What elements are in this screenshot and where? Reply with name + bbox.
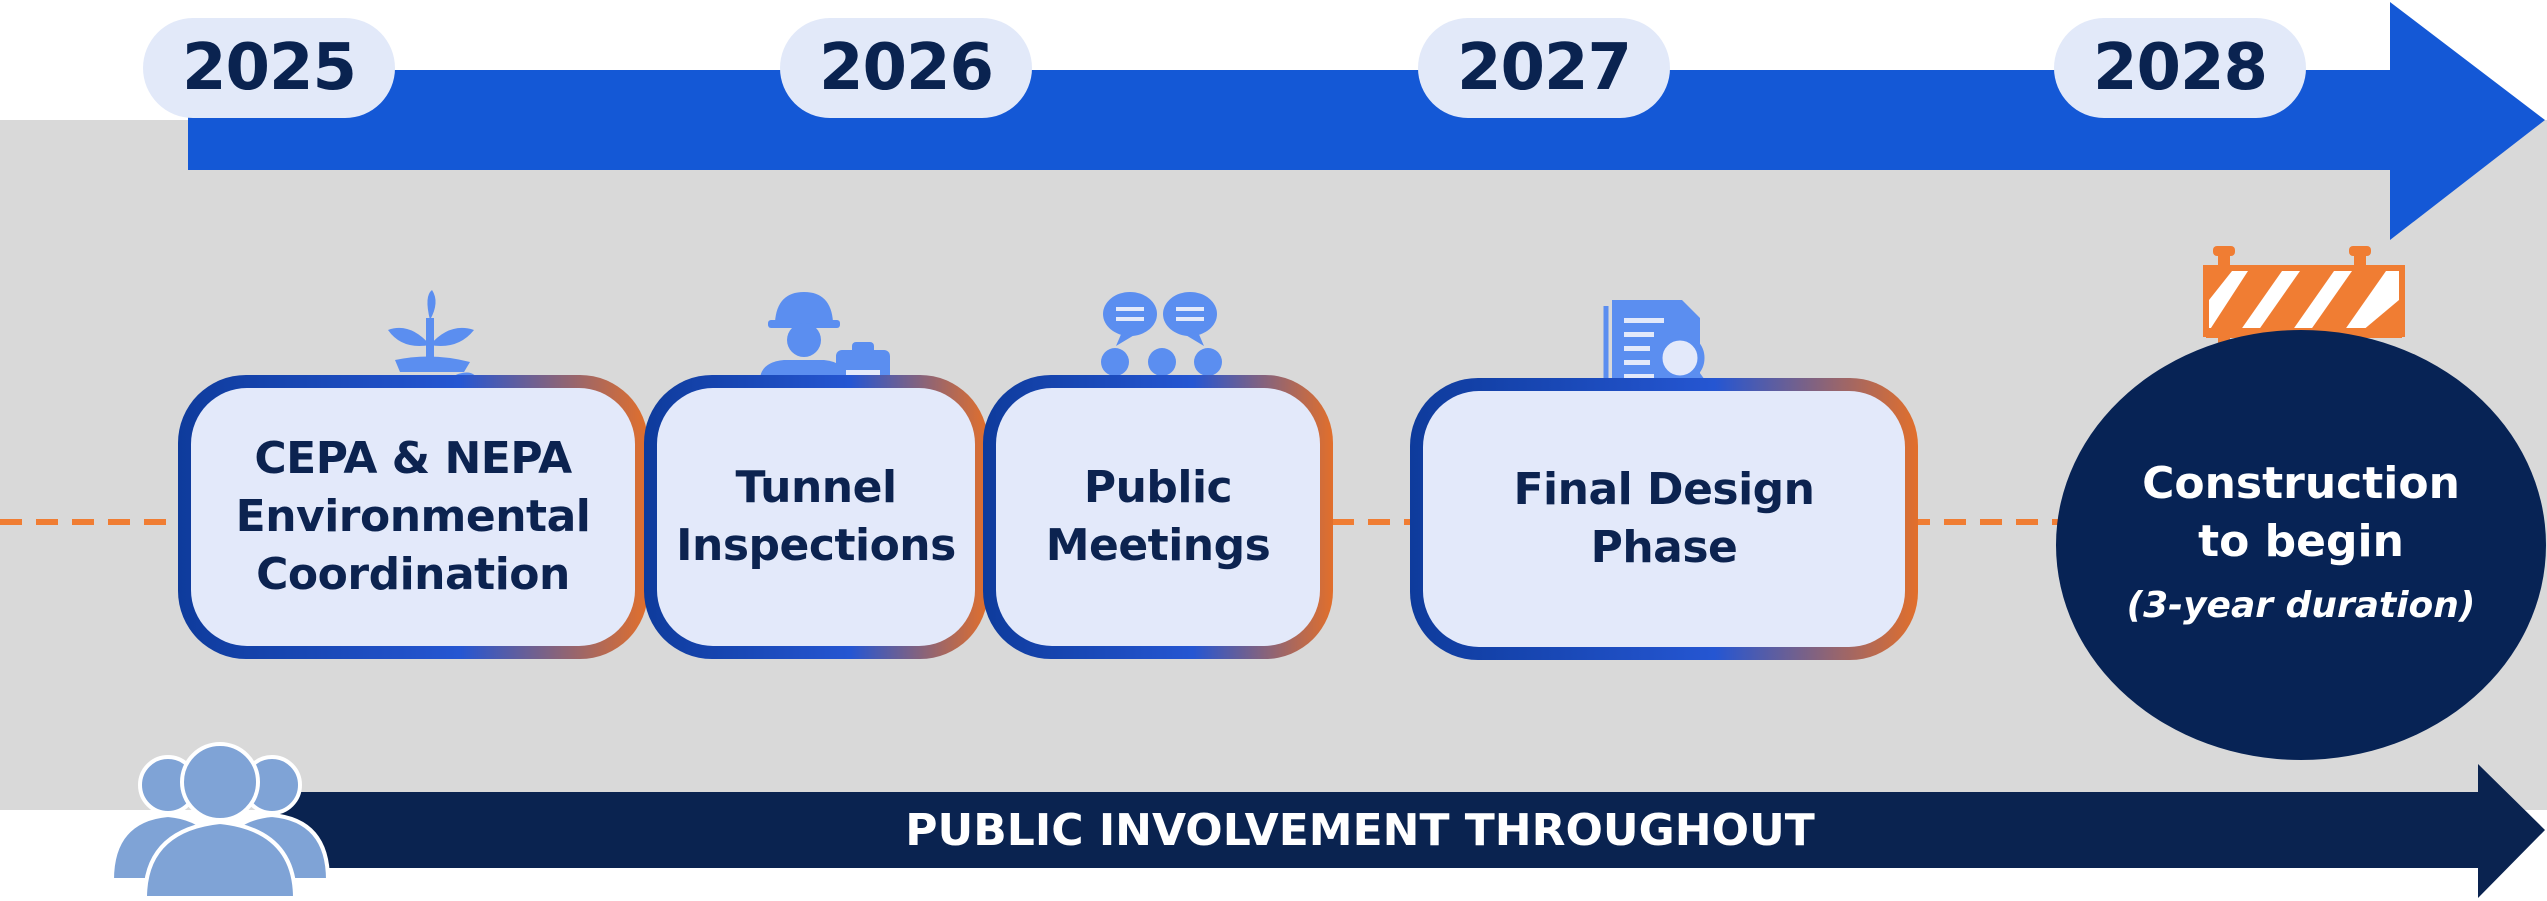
- group-of-people-icon: [109, 742, 331, 900]
- phase-public-meetings: Public Meetings: [983, 375, 1333, 659]
- year-label-2027: 2027: [1418, 18, 1670, 118]
- year-label-2026: 2026: [780, 18, 1032, 118]
- phase-label-line: Environmental: [235, 491, 591, 542]
- construction-milestone: Construction to begin (3-year duration): [2056, 330, 2546, 760]
- phase-label-line: Tunnel: [735, 462, 897, 513]
- public-involvement-arrow: [280, 764, 2545, 898]
- timeline-arrow: [188, 2, 2545, 240]
- phase-final-design: Final Design Phase: [1410, 378, 1918, 660]
- year-label-2025: 2025: [143, 18, 395, 118]
- phase-label-line: Coordination: [256, 549, 570, 600]
- phase-label-line: Phase: [1590, 522, 1738, 573]
- year-label-2028: 2028: [2054, 18, 2306, 118]
- construction-duration: (3-year duration): [2126, 585, 2476, 626]
- phase-label-line: Final Design: [1513, 464, 1815, 515]
- construction-title-line: Construction: [2142, 458, 2460, 509]
- phase-tunnel-inspections: Tunnel Inspections: [644, 375, 988, 659]
- phase-label-line: CEPA & NEPA: [254, 433, 572, 484]
- phase-label-line: Inspections: [676, 520, 956, 571]
- phase-cepa-nepa: CEPA & NEPA Environmental Coordination: [178, 375, 648, 659]
- phase-label-line: Public: [1083, 462, 1233, 513]
- public-involvement-label: PUBLIC INVOLVEMENT THROUGHOUT: [905, 804, 1815, 856]
- phase-label-line: Meetings: [1045, 520, 1271, 571]
- construction-title-line: to begin: [2198, 516, 2404, 567]
